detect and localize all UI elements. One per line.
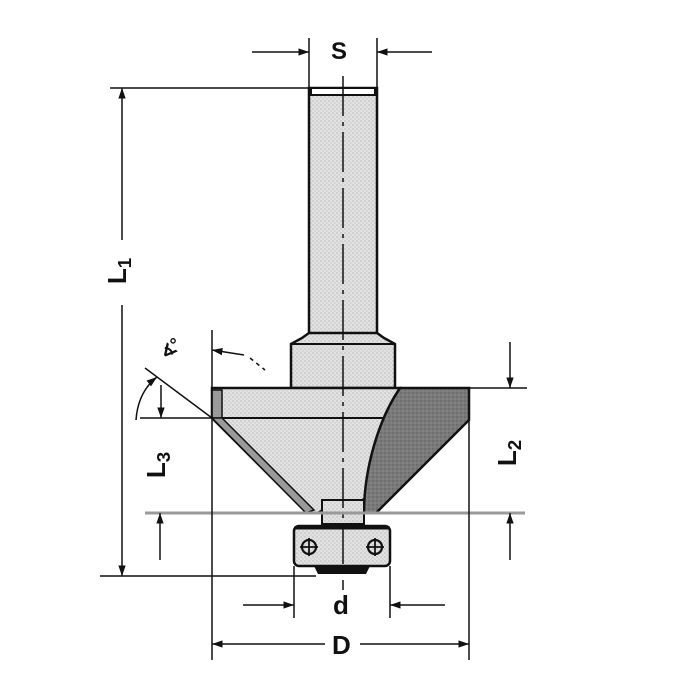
dimension-angle: [135, 330, 266, 580]
dimension-l2: [469, 342, 527, 560]
ball-bearing: [292, 524, 392, 574]
bearing-screw-head: [314, 566, 370, 574]
dimension-s: [252, 38, 432, 88]
label-D: D: [332, 630, 351, 660]
label-l1: L1: [102, 257, 136, 285]
label-s: S: [331, 38, 348, 65]
dimension-d: [243, 566, 445, 618]
dimension-D: [211, 420, 470, 660]
label-l3: L3: [141, 451, 175, 479]
label-d: d: [333, 590, 349, 620]
label-l2: L2: [492, 439, 526, 467]
dimension-l1: [100, 87, 316, 577]
